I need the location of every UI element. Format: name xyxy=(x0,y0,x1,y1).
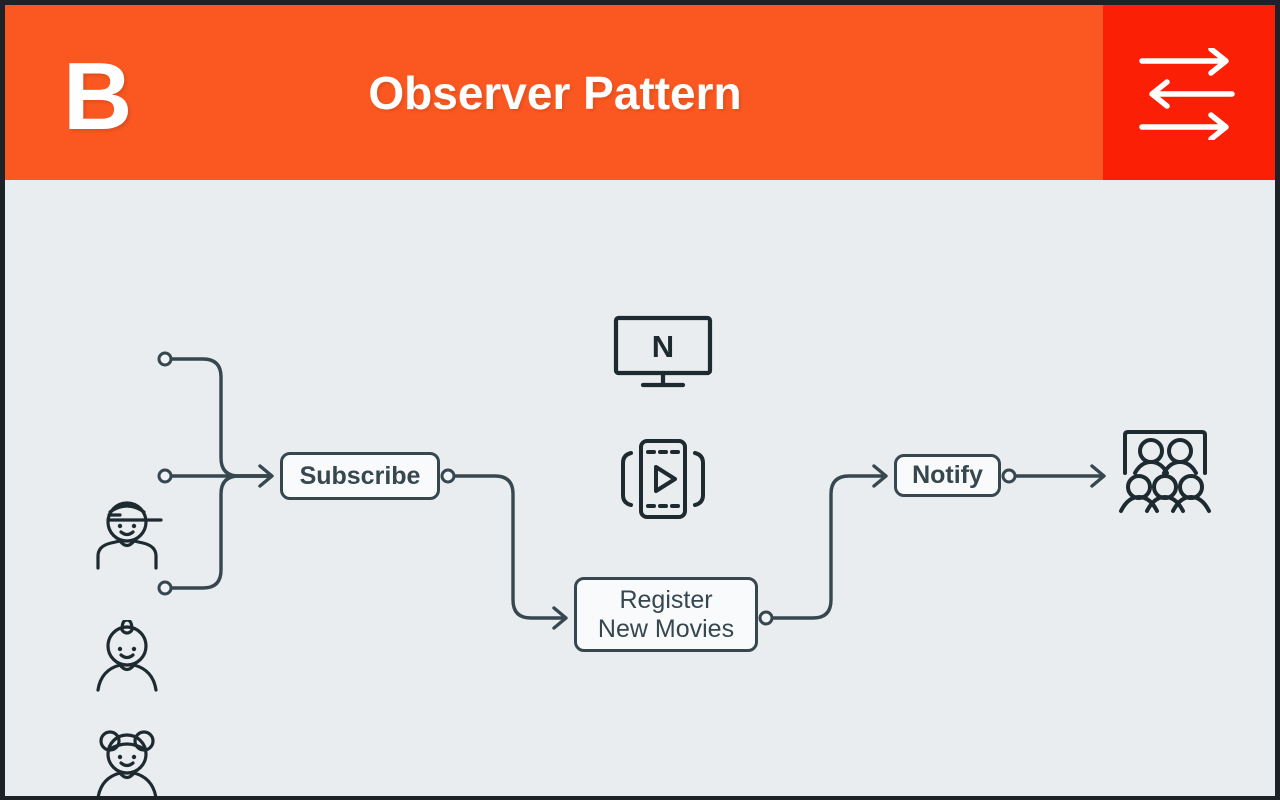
connector-dot-observer2 xyxy=(157,468,173,484)
flow-observer3-to-subscribe xyxy=(168,474,273,590)
slide-canvas: B Observer Pattern xyxy=(5,5,1275,796)
slide-header: B Observer Pattern xyxy=(5,5,1275,180)
monitor-icon: N xyxy=(613,315,713,388)
flow-subscribe-to-register xyxy=(454,474,567,620)
user-with-cap-icon xyxy=(96,501,163,570)
connector-dot-subscribe-out xyxy=(440,468,456,484)
node-subscribe[interactable]: Subscribe xyxy=(280,452,440,500)
flow-observer1-to-subscribe xyxy=(168,357,273,478)
connector-layer xyxy=(157,351,1106,630)
page-title: Observer Pattern xyxy=(368,66,742,119)
connector-dot-register-out xyxy=(758,610,774,626)
group-of-people-icon xyxy=(1119,430,1211,513)
user-with-buns-icon xyxy=(96,730,158,796)
film-play-icon xyxy=(621,439,705,519)
arrowhead-into-register xyxy=(552,606,568,630)
arrowhead-into-subscribe xyxy=(258,464,274,488)
arrowhead-into-audience xyxy=(1090,464,1106,488)
exchange-arrows-icon xyxy=(1139,48,1235,140)
node-subscribe-label: Subscribe xyxy=(299,461,421,490)
connector-dot-observer3 xyxy=(157,580,173,596)
connector-dot-observer1 xyxy=(157,351,173,367)
flow-register-to-notify xyxy=(772,474,887,620)
node-notify[interactable]: Notify xyxy=(894,454,1001,497)
connector-dot-notify-out xyxy=(1001,468,1017,484)
brand-logo: B xyxy=(63,43,132,150)
arrowhead-into-notify xyxy=(872,464,888,488)
node-register-label-line1: Register xyxy=(619,585,713,614)
observer-pattern-diagram: N xyxy=(5,180,1275,796)
monitor-screen-text: N xyxy=(652,329,674,364)
node-notify-label: Notify xyxy=(912,461,983,490)
node-register-label-wrap: Register New Movies xyxy=(598,586,734,644)
node-register-label-line2: New Movies xyxy=(597,614,735,643)
node-register-new-movies[interactable]: Register New Movies xyxy=(574,577,758,652)
user-with-mohawk-icon xyxy=(96,620,158,692)
